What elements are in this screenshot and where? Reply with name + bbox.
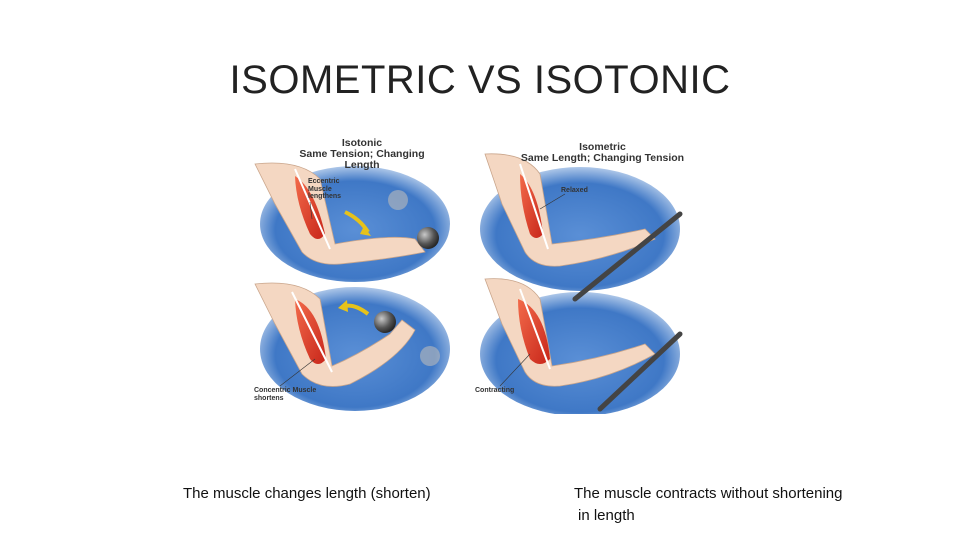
arm-contracting — [484, 278, 683, 412]
isotonic-subtitle: Same Tension; Changing Length — [299, 148, 425, 171]
muscle-illustration — [254, 153, 683, 416]
label-contracting: Contracting — [475, 387, 515, 394]
arm-eccentric — [254, 162, 439, 265]
isotonic-title: Isotonic — [341, 137, 383, 149]
label-relaxed: Relaxed — [561, 187, 588, 194]
arm-concentric — [254, 282, 440, 387]
label-eccentric: Eccentric Muscle lengthens — [308, 178, 342, 200]
isometric-header: Isometric Same Length; Changing Tension — [520, 142, 685, 164]
isotonic-header: Isotonic Same Tension; Changing Length — [292, 138, 432, 171]
arm-relaxed — [484, 153, 683, 302]
label-concentric: Concentric Muscle shortens — [254, 387, 317, 402]
isometric-title: Isometric — [579, 141, 626, 153]
muscle-contraction-figure: Isotonic Same Tension; Changing Length I… — [240, 134, 690, 416]
caption-isotonic: The muscle changes length (shorten) — [183, 485, 431, 502]
isometric-subtitle: Same Length; Changing Tension — [520, 152, 685, 164]
caption-isometric: The muscle contracts without shortening … — [574, 483, 842, 527]
slide-title: ISOMETRIC VS ISOTONIC — [229, 58, 731, 102]
caption-isometric-line2: in length — [578, 507, 635, 524]
caption-isometric-line1: The muscle contracts without shortening — [574, 485, 843, 502]
